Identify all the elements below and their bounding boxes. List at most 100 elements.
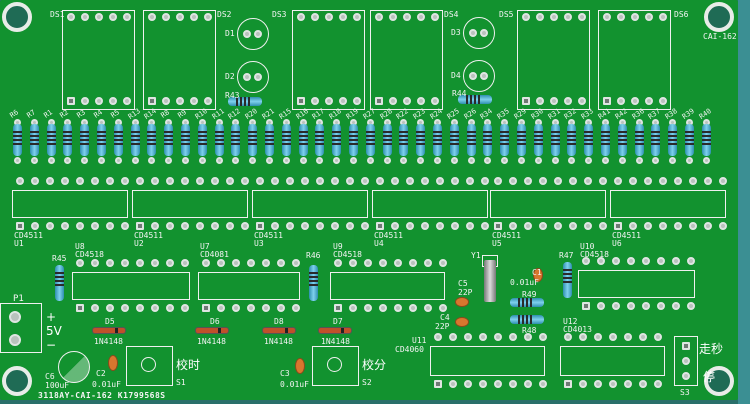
part-label: CD4060 <box>395 345 424 354</box>
switch-s2[interactable] <box>312 346 359 386</box>
ref-label: D5 <box>105 317 115 326</box>
pad <box>564 97 572 105</box>
pad <box>9 311 21 323</box>
pad <box>687 302 695 310</box>
pad <box>211 222 219 230</box>
pad <box>629 177 637 185</box>
pad <box>31 222 39 230</box>
pad <box>481 222 489 230</box>
ref-label: R2 <box>58 108 71 120</box>
resistor <box>365 124 375 156</box>
pad <box>434 157 441 164</box>
pad <box>674 177 682 185</box>
value-label: 0.01uF <box>92 380 121 389</box>
pad <box>659 177 667 185</box>
resistor <box>197 124 207 156</box>
pad <box>282 157 290 164</box>
ref-label: S3 <box>680 388 690 397</box>
resistor <box>63 124 73 156</box>
pad <box>349 259 357 267</box>
resistor <box>382 124 392 156</box>
ref-label: R49 <box>522 290 537 299</box>
pad <box>31 177 39 185</box>
pad <box>652 157 660 164</box>
pad <box>181 222 189 230</box>
resistor-r43 <box>228 97 262 106</box>
pad <box>539 333 547 341</box>
ref-label: U2 <box>134 239 144 248</box>
pad <box>642 302 650 310</box>
pad <box>166 222 174 230</box>
pad <box>176 13 184 21</box>
display-footprint <box>62 10 135 110</box>
pad <box>609 380 617 388</box>
pad <box>292 304 300 312</box>
resistor <box>634 124 644 156</box>
switch-s3[interactable] <box>674 336 698 386</box>
pad <box>316 222 324 230</box>
pad <box>217 259 225 267</box>
ic-outline <box>252 190 368 218</box>
ref-label: R26 <box>462 107 478 121</box>
switch-s1[interactable] <box>126 346 173 386</box>
pad <box>614 177 622 185</box>
pad <box>509 177 517 185</box>
pad <box>151 304 159 312</box>
crystal-y1 <box>484 260 496 302</box>
pad <box>376 177 384 185</box>
pad <box>689 177 697 185</box>
ref-label: C5 <box>458 279 468 288</box>
resistor <box>181 124 190 156</box>
pad <box>579 380 587 388</box>
part-label: CD4518 <box>580 250 609 259</box>
pad <box>564 380 572 388</box>
pad <box>578 97 586 105</box>
pad <box>331 222 339 230</box>
pad <box>256 177 264 185</box>
ic-outline <box>610 190 726 218</box>
pad <box>400 157 408 164</box>
pad <box>339 13 347 21</box>
pad <box>509 222 517 230</box>
pad <box>603 13 611 21</box>
pad <box>136 304 144 312</box>
resistor <box>701 124 711 156</box>
ref-label: C1 <box>532 268 542 277</box>
pad <box>190 13 198 21</box>
part-label: CD4013 <box>563 325 592 334</box>
pad <box>91 259 99 267</box>
pad <box>176 97 184 105</box>
pad <box>635 157 643 164</box>
ref-label: U5 <box>492 239 502 248</box>
pad <box>682 372 690 380</box>
pad <box>121 304 129 312</box>
pad <box>644 222 652 230</box>
pad <box>61 222 69 230</box>
resistor <box>550 124 560 156</box>
resistor <box>147 124 157 156</box>
pad <box>550 97 558 105</box>
part-label: CD4511 <box>492 231 521 240</box>
pad <box>657 302 665 310</box>
pad <box>554 177 562 185</box>
pad <box>148 157 156 164</box>
pad <box>353 97 361 105</box>
diode-d8 <box>262 327 296 334</box>
pad <box>91 304 99 312</box>
ref-label: D6 <box>210 317 220 326</box>
pad <box>469 72 477 80</box>
pad <box>14 157 21 164</box>
pad <box>243 73 251 81</box>
pad <box>568 157 576 164</box>
part-label: 1N4148 <box>264 337 293 346</box>
ref-label: U1 <box>14 239 24 248</box>
ref-label: DS6 <box>674 10 689 19</box>
pad <box>449 333 457 341</box>
pad <box>494 177 502 185</box>
pad <box>431 13 439 21</box>
pad <box>262 259 270 267</box>
ref-label: C2 <box>96 369 106 378</box>
ic-outline <box>578 270 695 298</box>
pad <box>389 13 397 21</box>
ic-outline <box>72 272 190 300</box>
